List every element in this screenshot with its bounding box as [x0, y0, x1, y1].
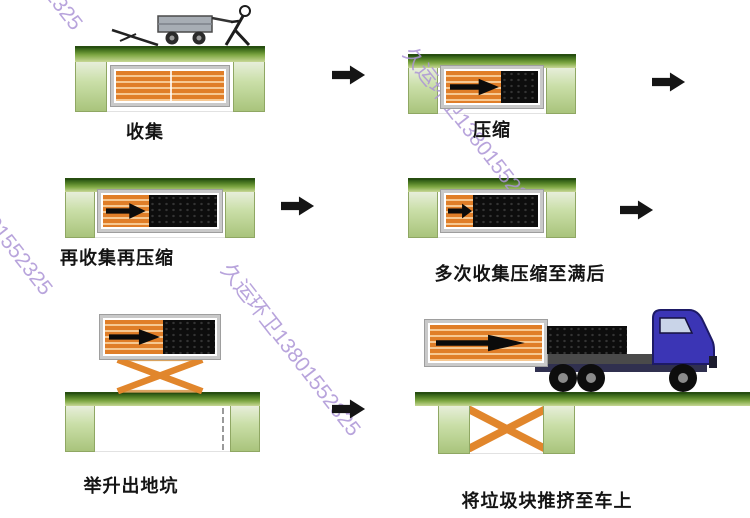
flow-arrow-icon [332, 65, 366, 85]
compactor-container [424, 319, 548, 367]
pit-wall-right [230, 406, 260, 452]
truck-icon [535, 309, 717, 392]
waste-block [547, 326, 627, 354]
ground-surface [65, 178, 255, 192]
compressed-waste [163, 320, 215, 354]
pit-wall-right [225, 192, 255, 238]
pit-wall-left [65, 192, 95, 238]
pit-wall-left [75, 62, 107, 112]
scissor-lift-icon [468, 406, 546, 452]
pit-wall-left [65, 406, 95, 452]
compactor-container [110, 65, 230, 107]
step-label: 举升出地坑 [83, 476, 179, 496]
container-slats [103, 195, 217, 227]
compactor-container [440, 189, 544, 233]
container-slats [116, 71, 224, 101]
pit-wall-left [408, 68, 438, 114]
step-label: 将垃圾块推挤至车上 [461, 491, 633, 511]
pit-interior [95, 406, 230, 452]
ground-surface [75, 46, 265, 62]
flow-arrow-icon [620, 200, 654, 220]
flow-arrow-icon [281, 196, 315, 216]
worker-pushing-cart-icon [111, 5, 251, 47]
ground-surface [415, 392, 750, 406]
container-divider [170, 71, 172, 101]
flow-arrow-icon [652, 72, 686, 92]
compress-arrow-icon [106, 203, 147, 220]
container-slats [446, 195, 538, 227]
pit-wall-left [408, 192, 438, 238]
pit-wall-right [233, 62, 265, 112]
pit-wall-left [438, 406, 470, 454]
compressed-waste [472, 195, 538, 227]
compactor-container [97, 189, 223, 233]
pit-wall-right [546, 192, 576, 238]
compressed-waste [148, 195, 217, 227]
step-label: 多次收集压缩至满后 [434, 264, 606, 284]
ground-surface [408, 178, 576, 192]
pit-wall-right [543, 406, 575, 454]
compactor-container [440, 65, 544, 109]
container-slats [105, 320, 215, 354]
compactor-container [99, 314, 221, 360]
compressed-waste [501, 71, 538, 103]
ground-surface [65, 392, 260, 406]
container-slats [446, 71, 538, 103]
compress-arrow-icon [448, 203, 473, 219]
step-label: 压缩 [473, 120, 511, 140]
pit-wall-right [546, 68, 576, 114]
pit-guide-dashed-line [222, 408, 224, 450]
step-label: 再收集再压缩 [60, 248, 174, 268]
flow-arrow-icon [332, 399, 366, 419]
compress-arrow-icon [450, 78, 501, 96]
step-label: 收集 [126, 122, 164, 142]
watermark-text: 久运环卫13801552325 [0, 0, 91, 36]
ground-surface [408, 54, 576, 68]
compress-arrow-icon [109, 329, 162, 346]
compress-arrow-icon [436, 334, 528, 352]
container-slats [430, 325, 542, 361]
scissor-lift-icon [116, 357, 204, 394]
